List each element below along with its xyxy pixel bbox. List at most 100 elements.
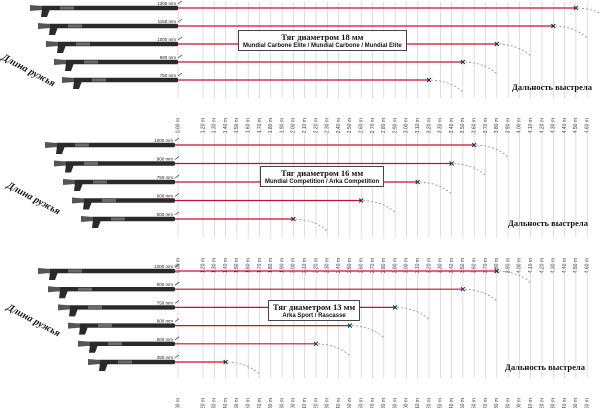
drop-arc bbox=[577, 7, 600, 14]
gun-band bbox=[76, 42, 90, 46]
tick-label: 0.00 m bbox=[175, 258, 181, 273]
marker-stroke bbox=[471, 142, 477, 148]
tick-label: 4.50 m bbox=[573, 258, 579, 273]
tick-label: 2.50 m bbox=[347, 118, 353, 133]
tick-label: 1.60 m bbox=[246, 398, 252, 408]
gun-band bbox=[92, 78, 106, 82]
tick-label: 1.40 m bbox=[223, 398, 229, 408]
tick-label: 2.40 m bbox=[336, 118, 342, 133]
gun-grip bbox=[49, 27, 58, 35]
gun-bands-tip bbox=[174, 281, 180, 286]
gun-barrel bbox=[91, 216, 175, 222]
gun-grip bbox=[56, 146, 65, 154]
gun-row: 750 mm bbox=[62, 72, 464, 93]
gun-band bbox=[84, 161, 98, 166]
tick-label: 3.70 m bbox=[483, 398, 489, 408]
speargun-icon bbox=[54, 156, 180, 173]
range-marker-icon bbox=[223, 359, 228, 365]
tick-label: 3.10 m bbox=[415, 398, 421, 408]
gun-row: 600 mm bbox=[68, 318, 385, 338]
panel-subtitle: Mundial Competition / Arka Competition bbox=[265, 179, 380, 185]
gun-length-label: 900 mm bbox=[157, 157, 174, 162]
drop-arc bbox=[295, 218, 328, 232]
gun-butt bbox=[54, 160, 66, 167]
tick-label: 4.60 m bbox=[585, 118, 591, 133]
tick-label: 4.40 m bbox=[562, 398, 568, 408]
marker-stroke bbox=[392, 305, 398, 310]
tick-label: 1.90 m bbox=[279, 258, 285, 273]
marker-stroke bbox=[573, 5, 579, 11]
gun-row: 350 mm bbox=[88, 354, 260, 375]
tick-label: 3.40 m bbox=[449, 398, 455, 408]
tick-label: 4.10 m bbox=[528, 258, 534, 273]
range-axis-caption: Дальность выстрела bbox=[508, 218, 588, 228]
panel-title: Тяг диаметром 13 мм bbox=[273, 302, 356, 312]
gun-butt bbox=[62, 77, 74, 83]
tick-label: 2.20 m bbox=[313, 398, 319, 408]
tick-label: 2.80 m bbox=[381, 118, 387, 133]
range-axis-caption: Дальность выстрела bbox=[512, 82, 592, 92]
gun-grip bbox=[41, 9, 50, 17]
gun-band bbox=[118, 360, 132, 364]
range-marker-icon bbox=[449, 161, 454, 166]
tick-label: 4.50 m bbox=[573, 398, 579, 408]
tick-label: 4.00 m bbox=[517, 118, 523, 133]
tick-label: 1.80 m bbox=[268, 118, 274, 133]
gun-grip bbox=[83, 201, 92, 210]
gun-butt bbox=[38, 268, 50, 274]
gun-length-label: 500 mm bbox=[157, 212, 174, 217]
gun-bands-tip bbox=[174, 354, 180, 359]
gun-grip bbox=[57, 45, 66, 53]
tick-label: 3.50 m bbox=[460, 118, 466, 133]
tick-label: 1.90 m bbox=[279, 118, 285, 133]
tick-label: 3.50 m bbox=[460, 258, 466, 273]
tick-label: 3.00 m bbox=[404, 118, 410, 133]
drop-arc bbox=[430, 79, 464, 93]
tick-label: 2.10 m bbox=[302, 398, 308, 408]
gun-butt bbox=[78, 340, 90, 347]
tick-label: 1.20 m bbox=[200, 258, 206, 273]
tick-label: 3.70 m bbox=[483, 258, 489, 273]
range-marker-icon bbox=[358, 198, 364, 203]
gun-row: 1300 mm bbox=[30, 0, 600, 17]
gun-barrel bbox=[48, 23, 178, 29]
gun-barrel bbox=[64, 161, 175, 166]
tick-label: 4.00 m bbox=[517, 398, 523, 408]
gun-row: 1150 mm bbox=[38, 18, 588, 39]
gun-barrel bbox=[48, 268, 175, 274]
tick-label: 4.40 m bbox=[562, 118, 568, 133]
range-marker-icon bbox=[415, 179, 421, 185]
gun-band bbox=[78, 287, 92, 291]
gun-length-label: 600 mm bbox=[157, 319, 174, 324]
gun-barrel bbox=[82, 198, 175, 203]
panel-title: Тяг диаметром 16 мм bbox=[280, 168, 364, 178]
tick-label: 3.20 m bbox=[426, 118, 432, 133]
tick-label: 1.40 m bbox=[223, 118, 229, 133]
tick-label: 2.40 m bbox=[336, 398, 342, 408]
gun-barrel bbox=[55, 142, 175, 148]
marker-stroke bbox=[223, 359, 228, 365]
gun-band bbox=[93, 180, 107, 184]
drop-arc bbox=[453, 163, 486, 176]
gun-barrel bbox=[88, 341, 175, 346]
gun-length-label: 1150 mm bbox=[158, 19, 177, 24]
gun-butt bbox=[81, 216, 93, 222]
tick-label: 1.70 m bbox=[257, 118, 263, 133]
tick-label: 1.60 m bbox=[246, 258, 252, 273]
tick-label: 1.90 m bbox=[279, 398, 285, 408]
tick-label: 2.60 m bbox=[359, 118, 365, 133]
speargun-icon bbox=[30, 0, 183, 17]
gun-barrel bbox=[40, 5, 178, 11]
marker-stroke bbox=[449, 161, 454, 166]
tick-label: 3.30 m bbox=[438, 258, 444, 273]
gun-length-label: 350 mm bbox=[157, 355, 174, 360]
drop-arc bbox=[363, 200, 396, 213]
gun-band bbox=[84, 60, 98, 64]
gun-length-label: 1300 mm bbox=[157, 1, 176, 6]
tick-label: 2.20 m bbox=[313, 258, 319, 273]
speargun-icon bbox=[38, 263, 180, 280]
gun-barrel bbox=[98, 359, 175, 365]
range-axis-caption: Дальность выстрела bbox=[505, 362, 585, 372]
